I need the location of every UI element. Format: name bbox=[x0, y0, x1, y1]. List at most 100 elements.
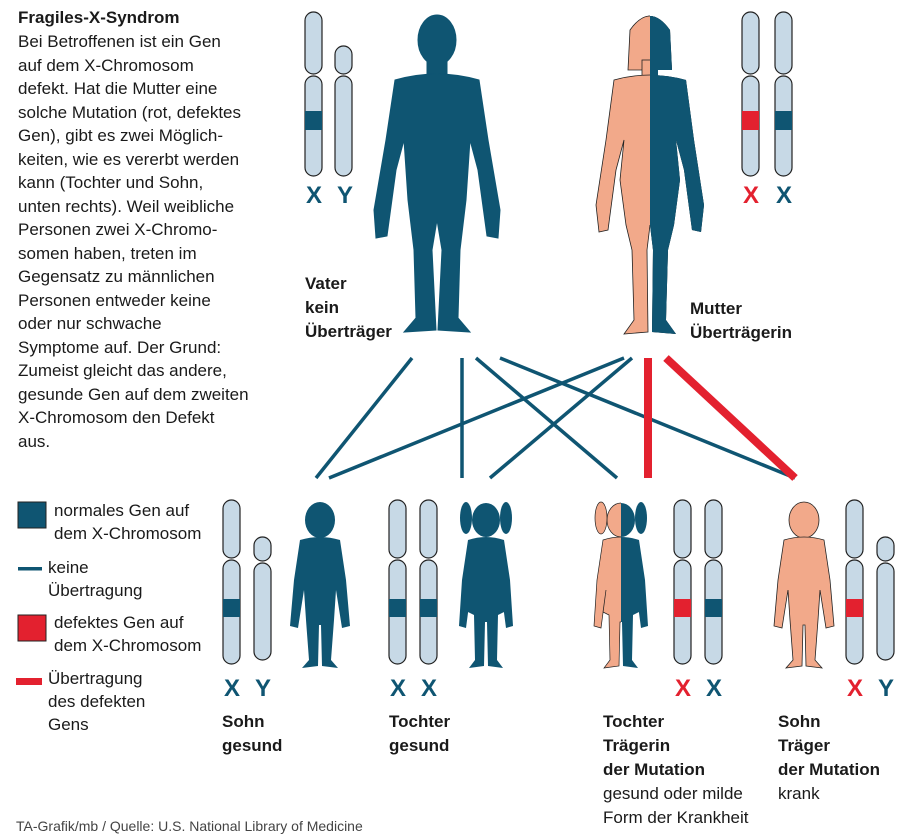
intro-line: unten rechts). Weil weibliche bbox=[18, 195, 268, 219]
legend-no-transmission: keine Übertragung bbox=[48, 556, 143, 602]
legend-symbols bbox=[16, 502, 46, 685]
child2-normal-gene-1 bbox=[389, 599, 406, 617]
child1-y-chromosome-lower bbox=[254, 563, 271, 660]
mother-figure bbox=[596, 16, 704, 334]
intro-line: gesunde Gen auf dem zweiten bbox=[18, 383, 268, 407]
child1-boy-figure bbox=[290, 502, 350, 668]
transmission-lines bbox=[316, 358, 795, 478]
child-label-line: Sohn bbox=[778, 710, 880, 734]
child1-chromosomes bbox=[223, 500, 271, 664]
child-label-line: der Mutation bbox=[603, 758, 749, 782]
child2-girl-figure bbox=[459, 502, 513, 668]
legend-defect-transmission: Übertragung des defekten Gens bbox=[48, 667, 145, 736]
legend-defect-gene: defektes Gen auf dem X-Chromosom bbox=[54, 611, 201, 657]
child1-label: Sohn gesund bbox=[222, 710, 282, 758]
father-y-label: Y bbox=[337, 182, 353, 210]
diagram-title: Fragiles-X-Syndrom bbox=[18, 8, 180, 28]
intro-line: Personen zwei X-Chromo- bbox=[18, 218, 268, 242]
legend-line: des defekten bbox=[48, 690, 145, 713]
mother-defect-gene bbox=[742, 111, 759, 130]
child3-x1-label: X bbox=[675, 675, 691, 703]
child3-defect-gene bbox=[674, 599, 691, 617]
intro-line: solche Mutation (rot, defektes bbox=[18, 101, 268, 125]
father-y-chromosome-lower bbox=[335, 76, 352, 176]
legend-line: dem X-Chromosom bbox=[54, 522, 201, 545]
father-x-chromosome bbox=[305, 12, 322, 74]
father-y-chromosome bbox=[335, 46, 352, 74]
child-label-line: der Mutation bbox=[778, 758, 880, 782]
child3-girl-figure bbox=[594, 502, 648, 668]
child1-x-chromosome bbox=[223, 500, 240, 558]
legend-line: Übertragung bbox=[48, 579, 143, 602]
intro-line: aus. bbox=[18, 430, 268, 454]
legend-normal-gene-swatch bbox=[18, 502, 46, 528]
intro-line: keiten, wie es vererbt werden bbox=[18, 148, 268, 172]
child4-y-label: Y bbox=[878, 675, 894, 703]
child-sub-line: gesund oder milde bbox=[603, 782, 749, 806]
child4-boy-figure bbox=[774, 502, 834, 668]
mother-label-line: Überträgerin bbox=[690, 321, 792, 345]
child2-x1-chromosome bbox=[389, 500, 406, 558]
child-label-line: gesund bbox=[222, 734, 282, 758]
father-x-label: X bbox=[306, 182, 322, 210]
intro-line: Personen entweder keine bbox=[18, 289, 268, 313]
child-sub-line: Form der Krankheit bbox=[603, 806, 749, 830]
intro-line: Bei Betroffenen ist ein Gen bbox=[18, 30, 268, 54]
child1-normal-gene bbox=[223, 599, 240, 617]
child1-y-chromosome bbox=[254, 537, 271, 561]
father-label-line: Vater bbox=[305, 272, 392, 296]
intro-line: Symptome auf. Der Grund: bbox=[18, 336, 268, 360]
child-label-line: Trägerin bbox=[603, 734, 749, 758]
father-label-line: Überträger bbox=[305, 320, 392, 344]
mother-label-line: Mutter bbox=[690, 297, 792, 321]
legend-line: keine bbox=[48, 556, 143, 579]
intro-line: oder nur schwache bbox=[18, 312, 268, 336]
child3-x2-chromosome bbox=[705, 500, 722, 558]
child3-x1-chromosome bbox=[674, 500, 691, 558]
child2-x2-label: X bbox=[421, 675, 437, 703]
no-transmission-line bbox=[490, 358, 632, 478]
child4-chromosomes bbox=[846, 500, 894, 664]
mother-x2-label: X bbox=[776, 182, 792, 210]
child2-x1-label: X bbox=[390, 675, 406, 703]
intro-line: auf dem X-Chromosom bbox=[18, 54, 268, 78]
intro-line: Gegensatz zu männlichen bbox=[18, 265, 268, 289]
legend-line: normales Gen auf bbox=[54, 499, 201, 522]
defect-transmission-line bbox=[666, 358, 795, 478]
legend-line: Übertragung bbox=[48, 667, 145, 690]
child4-x-chromosome bbox=[846, 500, 863, 558]
legend-no-transmission-swatch bbox=[18, 567, 42, 571]
child2-x2-chromosome bbox=[420, 500, 437, 558]
child2-normal-gene-2 bbox=[420, 599, 437, 617]
intro-line: somen haben, treten im bbox=[18, 242, 268, 266]
legend-defect-transmission-swatch bbox=[16, 678, 42, 685]
father-chromosomes bbox=[305, 12, 352, 176]
intro-text: Bei Betroffenen ist ein Gen auf dem X-Ch… bbox=[18, 30, 268, 453]
no-transmission-line bbox=[329, 358, 624, 478]
child3-normal-gene bbox=[705, 599, 722, 617]
no-transmission-line bbox=[316, 358, 412, 478]
legend-defect-gene-swatch bbox=[18, 615, 46, 641]
child1-x-label: X bbox=[224, 675, 240, 703]
child-label-line: Träger bbox=[778, 734, 880, 758]
child-label-line: Sohn bbox=[222, 710, 282, 734]
father-label-line: kein bbox=[305, 296, 392, 320]
mother-x1-label: X bbox=[743, 182, 759, 210]
child3-chromosomes bbox=[674, 500, 722, 664]
legend-normal-gene: normales Gen auf dem X-Chromosom bbox=[54, 499, 201, 545]
child4-y-chromosome-lower bbox=[877, 563, 894, 660]
child-label-line: gesund bbox=[389, 734, 450, 758]
child-label-line: Tochter bbox=[603, 710, 749, 734]
legend-line: Gens bbox=[48, 713, 145, 736]
child4-label: Sohn Träger der Mutation krank bbox=[778, 710, 880, 806]
mother-x1-chromosome bbox=[742, 12, 759, 74]
child-sub-line: krank bbox=[778, 782, 880, 806]
legend-line: dem X-Chromosom bbox=[54, 634, 201, 657]
mother-label: Mutter Überträgerin bbox=[690, 297, 792, 345]
child4-x-label: X bbox=[847, 675, 863, 703]
intro-line: Zumeist gleicht das andere, bbox=[18, 359, 268, 383]
mother-chromosomes bbox=[742, 12, 792, 176]
child-label-line: Tochter bbox=[389, 710, 450, 734]
legend-line: defektes Gen auf bbox=[54, 611, 201, 634]
intro-line: Gen), gibt es zwei Möglich- bbox=[18, 124, 268, 148]
